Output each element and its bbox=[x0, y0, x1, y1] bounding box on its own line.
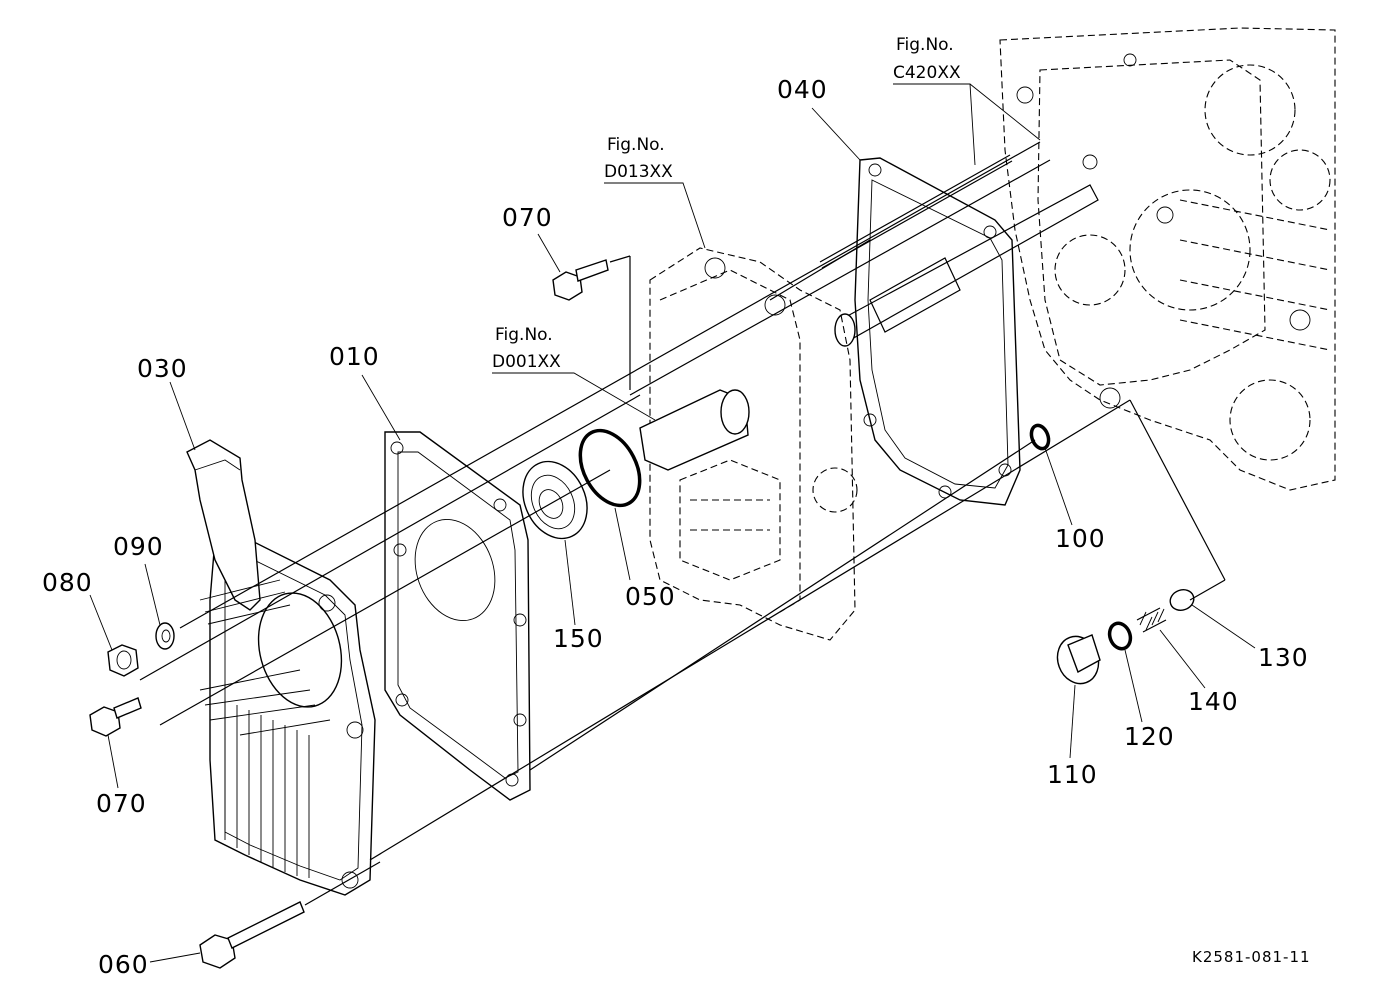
label-100: 100 bbox=[1055, 524, 1106, 553]
figref-d013-title: Fig.No. bbox=[607, 135, 665, 155]
label-110: 110 bbox=[1047, 760, 1098, 789]
label-070-lower: 070 bbox=[96, 789, 147, 818]
drawing-code: K2581-081-11 bbox=[1192, 948, 1311, 966]
figure-references: Fig.No. C420XX Fig.No. D013XX Fig.No. D0… bbox=[492, 35, 961, 372]
oring-120 bbox=[1107, 621, 1133, 651]
bearing-150 bbox=[522, 460, 588, 540]
label-060: 060 bbox=[98, 950, 149, 979]
bolt-070-lower bbox=[89, 697, 142, 737]
valve-body bbox=[639, 247, 858, 641]
assembly-lines bbox=[139, 141, 1226, 906]
gasket-040 bbox=[854, 157, 1021, 506]
figref-d001-code: D001XX bbox=[492, 352, 561, 372]
label-120: 120 bbox=[1124, 722, 1175, 751]
oring-100 bbox=[1029, 423, 1051, 451]
shaft-assembly bbox=[629, 154, 1099, 396]
valve-130 bbox=[1169, 589, 1195, 611]
gasket-010 bbox=[384, 431, 531, 801]
part-labels: 030 010 040 070 090 080 070 060 050 150 … bbox=[42, 75, 1309, 979]
bolt-060 bbox=[199, 901, 305, 969]
figref-d013-code: D013XX bbox=[604, 162, 673, 182]
label-130: 130 bbox=[1258, 643, 1309, 672]
figref-c420-title: Fig.No. bbox=[896, 35, 954, 55]
label-150: 150 bbox=[553, 624, 604, 653]
label-040: 040 bbox=[777, 75, 828, 104]
bracket-030 bbox=[186, 439, 291, 625]
oring-050 bbox=[578, 428, 642, 508]
label-030: 030 bbox=[137, 354, 188, 383]
label-080: 080 bbox=[42, 568, 93, 597]
plug-110 bbox=[1056, 634, 1101, 685]
nut-080 bbox=[107, 644, 139, 677]
figref-d001-title: Fig.No. bbox=[495, 325, 553, 345]
callout-leaders bbox=[89, 83, 1256, 963]
figref-c420-code: C420XX bbox=[893, 63, 961, 83]
label-050: 050 bbox=[625, 582, 676, 611]
transmission-case bbox=[999, 27, 1336, 491]
label-140: 140 bbox=[1188, 687, 1239, 716]
spring-140 bbox=[1136, 607, 1167, 633]
bolt-070-upper bbox=[552, 259, 609, 301]
label-090: 090 bbox=[113, 532, 164, 561]
label-010: 010 bbox=[329, 342, 380, 371]
finned-cover bbox=[199, 537, 376, 896]
label-070-upper: 070 bbox=[502, 203, 553, 232]
washer-090 bbox=[155, 622, 175, 650]
